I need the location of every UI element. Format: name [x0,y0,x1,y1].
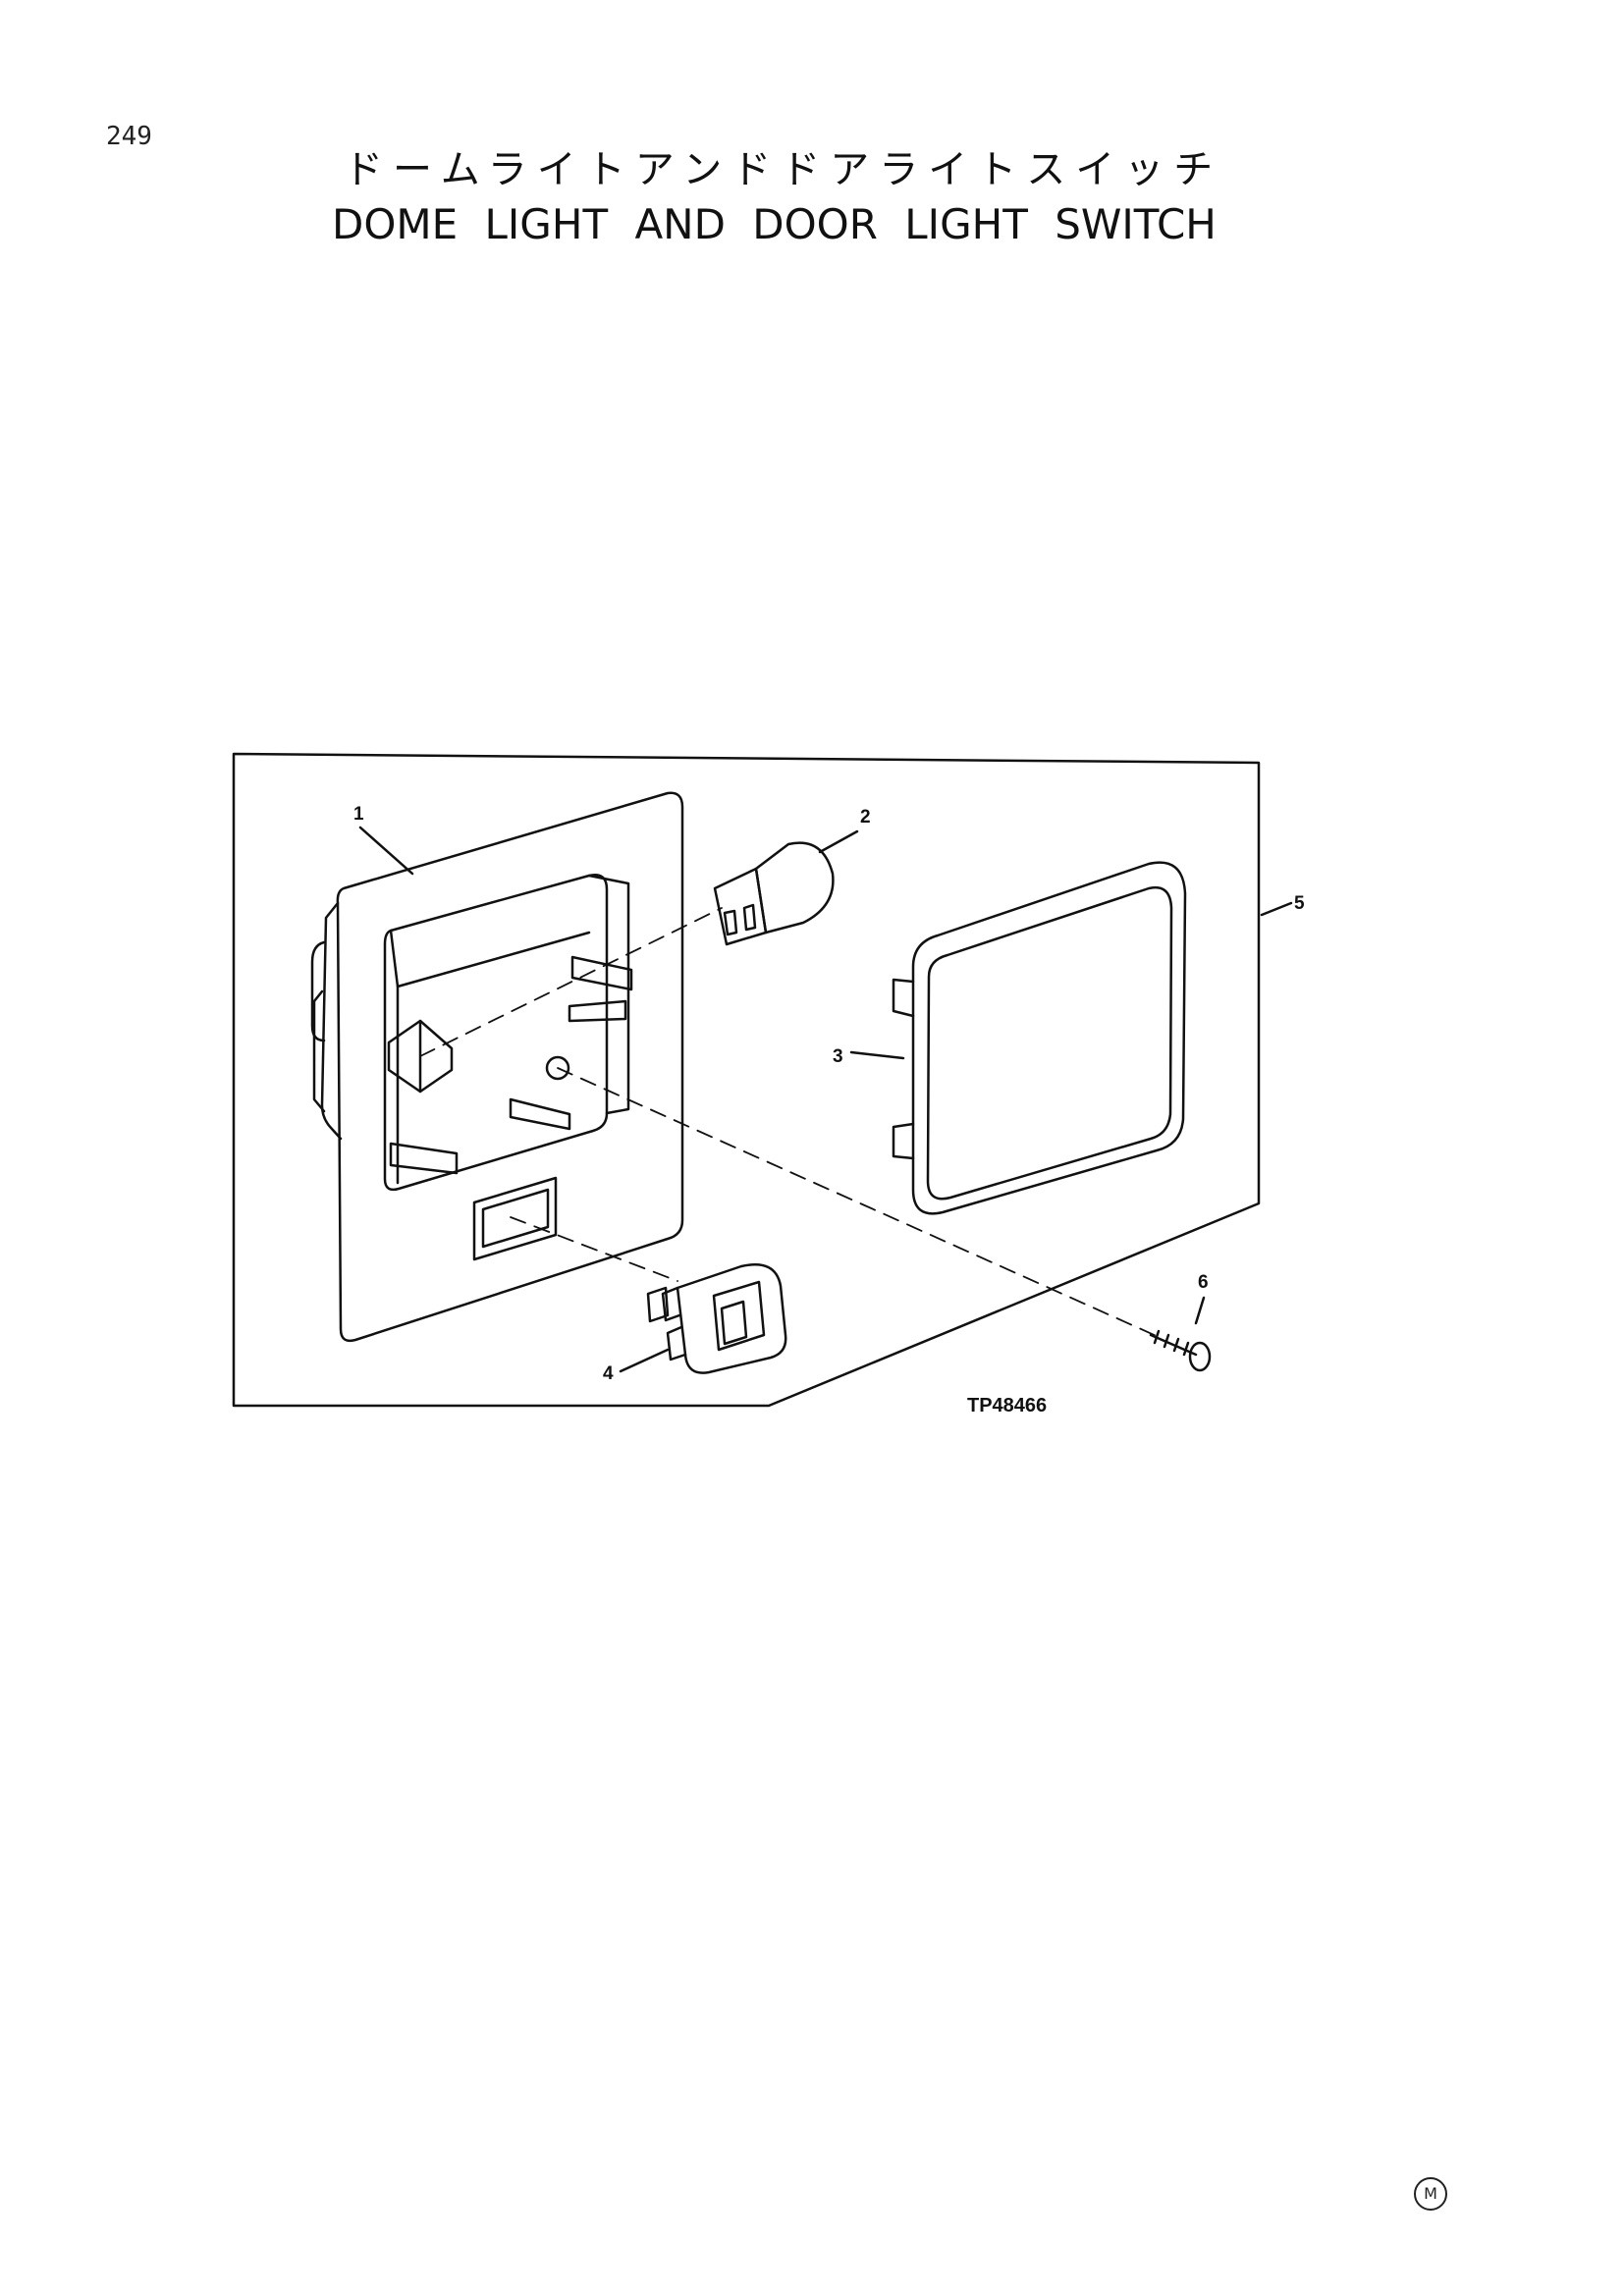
callout-5: 5 [1294,893,1305,914]
corner-circled-mark: M [1414,2177,1447,2211]
housing-frame-part [310,791,684,1343]
lens-cover-part [892,861,1187,1215]
page-title-english: DOME LIGHT AND DOOR LIGHT SWITCH [332,200,1217,248]
assembly-boundary [232,752,1261,1408]
callout-2: 2 [860,807,871,828]
callout-6: 6 [1198,1272,1209,1293]
page-number: 249 [106,122,152,151]
screw-part [1149,1329,1212,1372]
callout-1: 1 [353,804,364,825]
page-title-japanese: ドームライトアンドドアライトスイッチ [344,147,1223,192]
bulb-part [713,841,835,946]
rocker-switch-part [646,1263,787,1374]
callout-3: 3 [833,1046,843,1067]
figure-reference: TP48466 [967,1395,1047,1416]
callout-4: 4 [603,1363,614,1384]
